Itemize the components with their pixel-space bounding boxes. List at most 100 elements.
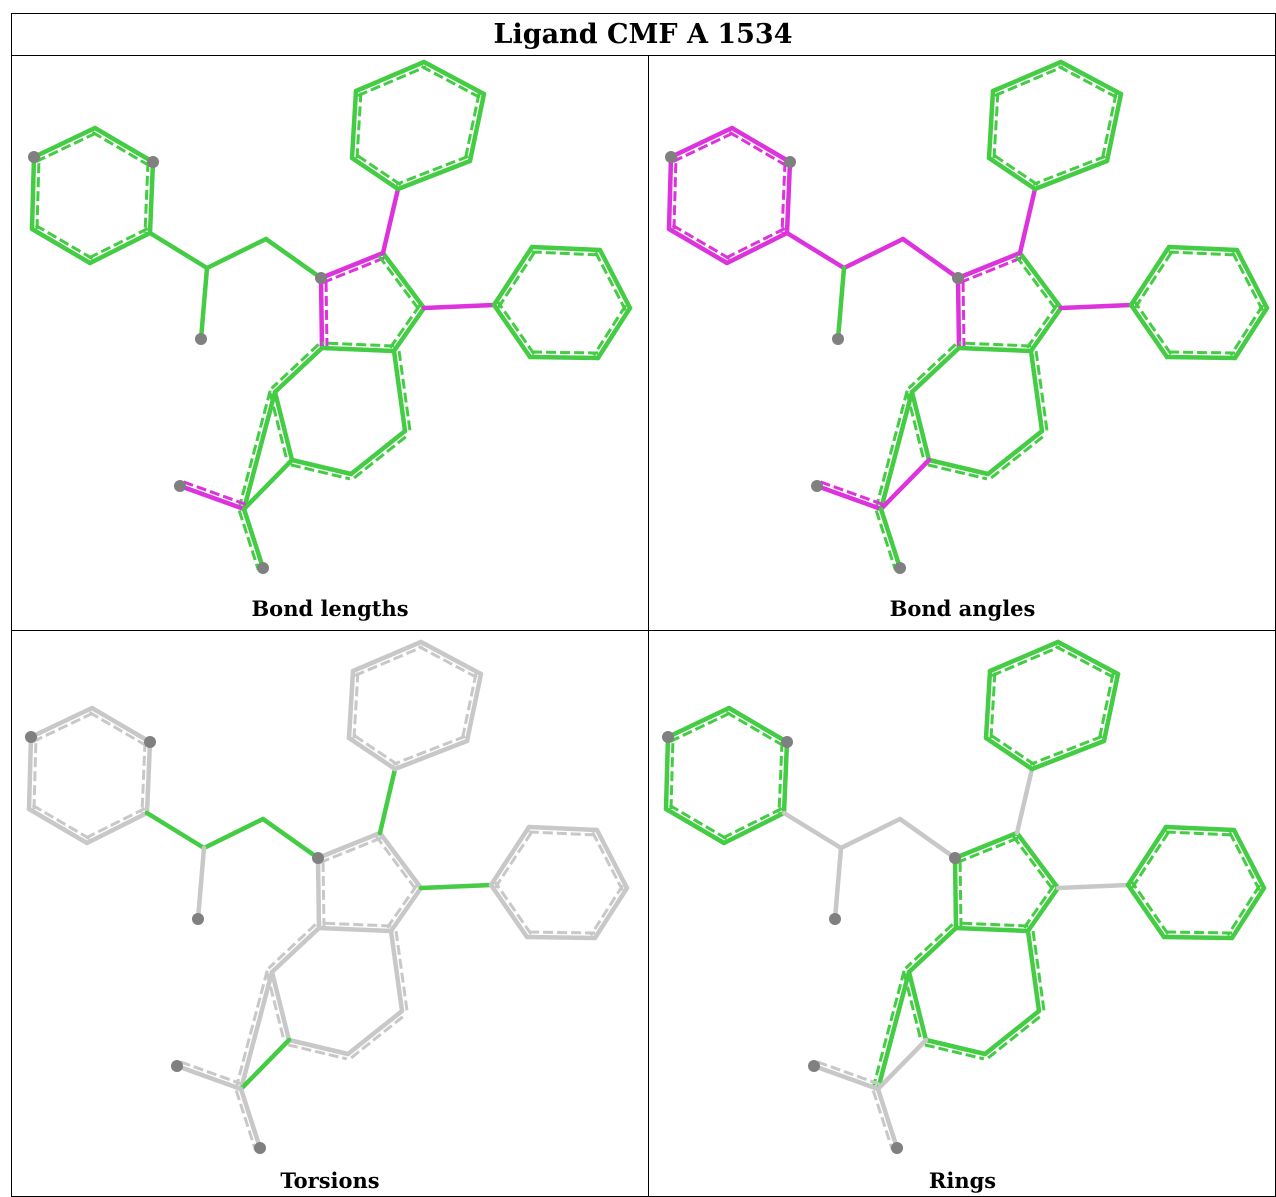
bond-dashed-overlay: [319, 921, 392, 928]
bond-dashed-overlay: [178, 1059, 244, 1086]
bond: [926, 457, 991, 477]
bond-dashed-overlay: [1164, 930, 1233, 935]
bond-dashed-overlay: [322, 341, 395, 348]
bond-dashed-overlay: [354, 645, 424, 677]
bond-dashed-overlay: [87, 227, 149, 260]
bond: [529, 244, 603, 253]
bond: [388, 885, 424, 934]
bond-dashed-overlay: [234, 970, 269, 1089]
molecule: [665, 59, 1270, 574]
bond-dashed-overlay: [357, 65, 427, 97]
bond: [144, 810, 207, 851]
bond: [238, 969, 275, 1092]
bond: [875, 1086, 900, 1151]
bond: [666, 226, 730, 266]
bond: [318, 250, 386, 281]
bond: [1128, 302, 1170, 360]
bond-dashed-overlay: [32, 711, 95, 743]
bond-dashed-overlay: [992, 91, 1000, 159]
bond: [526, 824, 600, 833]
bond: [391, 305, 427, 354]
bond: [1125, 882, 1167, 940]
bond-dashed-overlay: [987, 1013, 1044, 1060]
caption-rings: Rings: [928, 1167, 997, 1193]
atom-marker: [808, 1060, 820, 1072]
bond-dashed-overlay: [395, 154, 469, 186]
atom-marker: [781, 736, 793, 748]
bond: [955, 275, 962, 351]
bond: [784, 159, 793, 236]
bond: [418, 882, 494, 891]
bond-dashed-overlay: [1032, 154, 1106, 186]
bond-dashed-overlay: [528, 830, 597, 837]
bond: [990, 59, 1064, 94]
bond-dashed-overlay: [265, 972, 286, 1042]
bond: [392, 738, 470, 772]
bond-dashed-overlay: [32, 737, 38, 810]
molecule-panel-bond-lengths: [28, 59, 633, 574]
bond: [488, 824, 532, 888]
atom-marker: [312, 852, 324, 864]
bond: [377, 766, 398, 836]
bond-dashed-overlay: [270, 343, 320, 390]
bond-dashed-overlay: [350, 1013, 407, 1060]
bond-dashed-overlay: [322, 256, 386, 285]
bond: [875, 969, 912, 1092]
bond-dashed-overlay: [989, 671, 997, 739]
bond-dashed-overlay: [1029, 734, 1103, 766]
bond: [1032, 158, 1110, 192]
bond: [241, 457, 295, 512]
bond-dashed-overlay: [355, 91, 363, 159]
bond: [838, 816, 903, 851]
bond: [665, 705, 732, 740]
bond: [878, 389, 915, 512]
bond: [1025, 928, 1042, 1014]
bond: [663, 734, 671, 812]
bond: [380, 186, 401, 256]
bond-dashed-overlay: [1011, 835, 1056, 892]
caption-torsions: Torsions: [280, 1167, 380, 1193]
bond: [1055, 639, 1121, 677]
bond-dashed-overlay: [1014, 255, 1059, 312]
bond: [1101, 671, 1121, 744]
bond: [986, 155, 1038, 192]
bond-dashed-overlay: [1167, 350, 1236, 355]
bond: [238, 1086, 263, 1151]
bond-dashed-overlay: [420, 65, 483, 100]
bond-dashed-overlay: [350, 732, 399, 767]
atom-marker: [174, 480, 186, 492]
bond-dashed-overlay: [594, 251, 627, 311]
bond: [388, 928, 405, 1014]
bond: [897, 816, 958, 861]
bond: [286, 1037, 351, 1057]
bond-dashed-overlay: [527, 930, 596, 935]
atom-marker: [192, 913, 204, 925]
bond: [832, 845, 844, 922]
atom-marker: [952, 272, 964, 284]
bond: [177, 483, 247, 512]
bond-dashed-overlay: [353, 152, 402, 187]
bond: [909, 389, 932, 463]
bond: [26, 734, 34, 812]
atom-marker: [315, 272, 327, 284]
bond-dashed-overlay: [780, 161, 787, 233]
bond: [1014, 830, 1061, 891]
bond-dashed-overlay: [1231, 251, 1264, 311]
bond: [900, 236, 961, 281]
bond-dashed-overlay: [290, 463, 351, 481]
bond: [29, 226, 93, 266]
bond-dashed-overlay: [1130, 828, 1172, 889]
caption-bond-lengths: Bond lengths: [251, 595, 409, 621]
bond: [1028, 348, 1045, 434]
bond: [147, 230, 210, 271]
bond: [315, 830, 383, 861]
bond: [263, 236, 324, 281]
bond-dashed-overlay: [377, 255, 422, 312]
atom-marker: [28, 151, 40, 163]
bond: [594, 827, 630, 891]
bond: [956, 345, 1034, 354]
atom-marker: [949, 852, 961, 864]
bond-dashed-overlay: [496, 248, 538, 309]
bond: [418, 639, 484, 677]
bond-dashed-overlay: [669, 711, 732, 743]
